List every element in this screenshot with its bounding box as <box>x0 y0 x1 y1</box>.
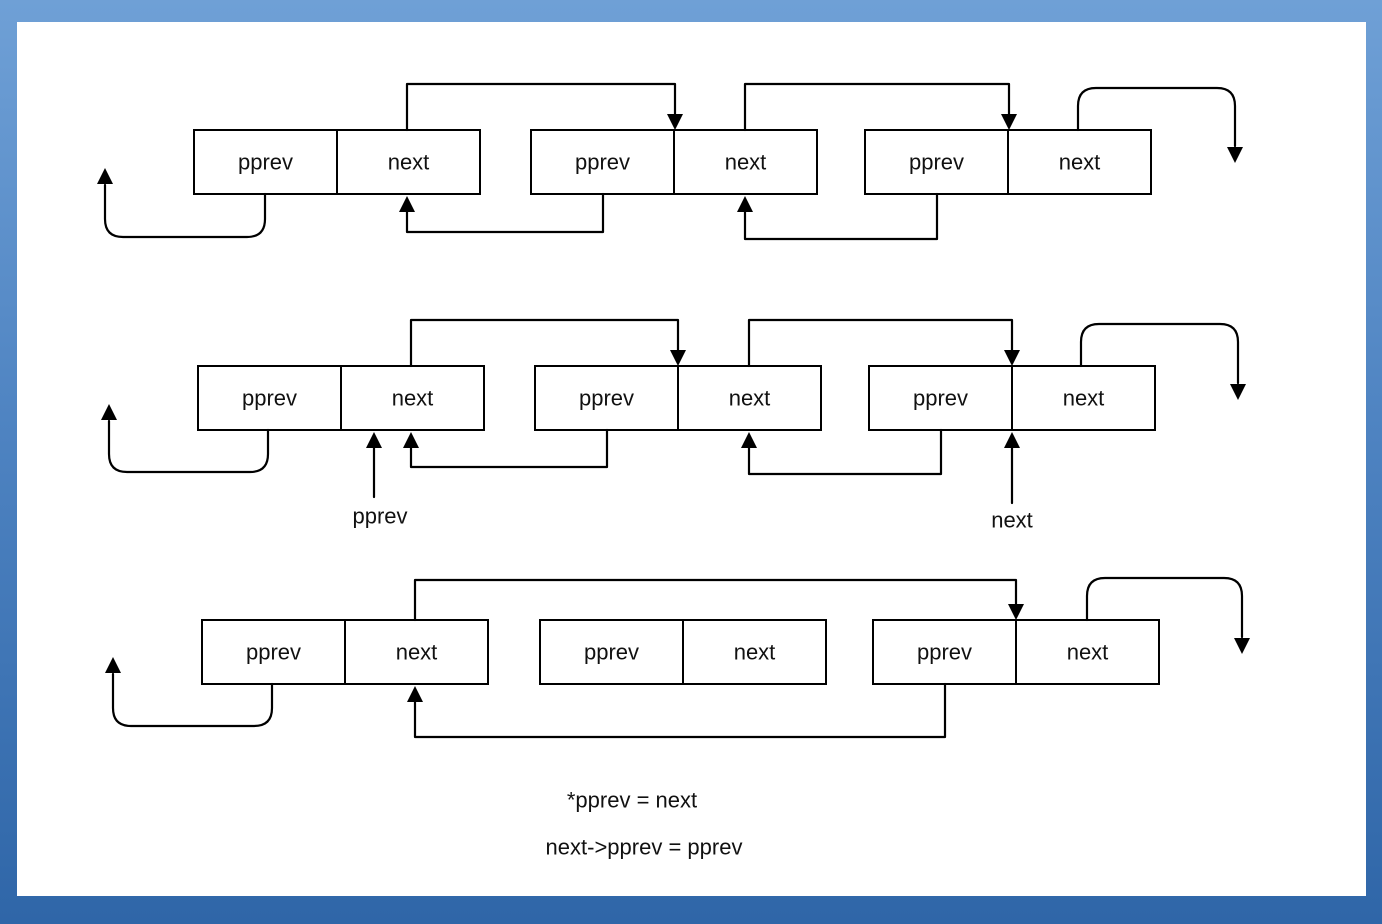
node-next-label: next <box>1063 386 1105 411</box>
next-out-arrow <box>1079 322 1240 385</box>
next-pointer-label: next <box>991 508 1033 533</box>
arrow-head <box>1004 350 1020 366</box>
prev-link-arrow <box>743 192 939 241</box>
next-out-arrow <box>1076 86 1237 148</box>
next-link-arrow <box>409 318 680 368</box>
arrow-head <box>101 404 117 420</box>
pprev-pointer-label: pprev <box>352 504 407 529</box>
arrow-head <box>1230 384 1246 400</box>
node-prev-label: pprev <box>238 150 293 175</box>
node-next-label: next <box>1059 150 1101 175</box>
node-next-cell <box>1007 129 1152 195</box>
next-out-arrow <box>1085 576 1244 639</box>
prev-link-arrow <box>747 428 943 476</box>
arrow-head <box>741 432 757 448</box>
formula-next-pprev: next->pprev = pprev <box>546 835 743 860</box>
node-prev-label: pprev <box>579 386 634 411</box>
node-next-cell <box>336 129 481 195</box>
prev-link-arrow <box>405 192 605 234</box>
node-next-cell <box>340 365 485 431</box>
node-prev-label: pprev <box>913 386 968 411</box>
node-prev-cell <box>534 365 679 431</box>
next-link-arrow <box>405 82 677 132</box>
node-prev-label: pprev <box>584 640 639 665</box>
cell-labels: pprev next pprev next pprev next pprev next ppre… <box>238 150 1108 665</box>
next-link-arrow <box>747 318 1014 368</box>
arrow-head <box>407 686 423 702</box>
node-next-label: next <box>729 386 771 411</box>
prev-link-arrow <box>409 428 609 469</box>
arrow-head <box>1227 147 1243 163</box>
arrow-head <box>1234 638 1250 654</box>
node-next-label: next <box>1067 640 1109 665</box>
node-next-label: next <box>392 386 434 411</box>
node-next-label: next <box>396 640 438 665</box>
arrow-head <box>97 168 113 184</box>
formula-deref-pprev: *pprev = next <box>567 788 697 813</box>
prev-link-arrow <box>413 682 947 739</box>
node-next-label: next <box>388 150 430 175</box>
prev-out-arrow <box>111 672 274 728</box>
node-next-cell <box>344 619 489 685</box>
arrow-head <box>667 114 683 130</box>
arrow-head <box>1008 604 1024 620</box>
node-prev-label: pprev <box>917 640 972 665</box>
node-next-label: next <box>734 640 776 665</box>
node-next-cell <box>673 129 818 195</box>
arrow-head <box>399 196 415 212</box>
node-prev-label: pprev <box>246 640 301 665</box>
arrow-head <box>105 657 121 673</box>
arrow-head <box>403 432 419 448</box>
node-next-label: next <box>725 150 767 175</box>
link-arrows <box>97 82 1250 739</box>
arrow-head <box>737 196 753 212</box>
node-prev-cell <box>872 619 1017 685</box>
node-prev-label: pprev <box>909 150 964 175</box>
prev-out-arrow <box>103 183 267 239</box>
node-next-cell <box>1015 619 1160 685</box>
node-next-cell <box>1011 365 1156 431</box>
next-link-arrow <box>743 82 1011 132</box>
node-next-cell <box>682 619 827 685</box>
node-cells <box>193 129 1160 685</box>
next-link-arrow <box>413 578 1018 622</box>
node-prev-cell <box>201 619 346 685</box>
node-prev-label: pprev <box>242 386 297 411</box>
node-prev-cell <box>539 619 684 685</box>
node-prev-cell <box>530 129 675 195</box>
arrow-head <box>366 432 382 448</box>
arrow-head <box>1004 432 1020 448</box>
node-prev-cell <box>193 129 338 195</box>
prev-out-arrow <box>107 419 270 474</box>
arrow-head <box>1001 114 1017 130</box>
arrow-head <box>670 350 686 366</box>
node-prev-label: pprev <box>575 150 630 175</box>
